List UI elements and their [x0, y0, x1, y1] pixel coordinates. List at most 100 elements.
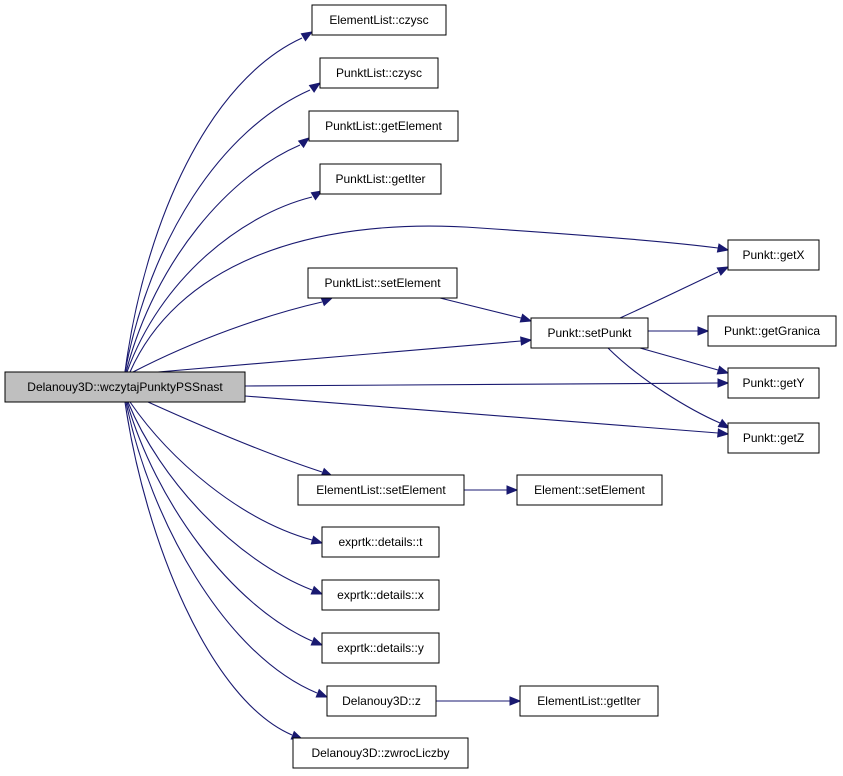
node-ex-t[interactable]: exprtk::details::t [321, 526, 440, 558]
edges-layer [124, 31, 731, 740]
arrowhead-icon [717, 378, 730, 388]
arrowhead-icon [717, 418, 731, 429]
node-pl-setElement[interactable]: PunktList::setElement [307, 267, 458, 299]
edge-root-to-p_getZ [244, 395, 730, 438]
edge-line [244, 382, 719, 387]
edge-root-to-ex_y [126, 401, 324, 646]
arrowhead-icon [310, 585, 324, 595]
arrowhead-icon [310, 636, 324, 646]
node-label: Punkt::getY [742, 376, 804, 390]
node-root[interactable]: Delanouy3D::wczytajPunktyPSSnast [4, 371, 246, 403]
node-label: ElementList::czysc [329, 13, 428, 27]
node-box [321, 526, 440, 558]
node-label: PunktList::getIter [335, 172, 425, 186]
edge-p_setPunkt-to-p_getGranica [648, 326, 710, 336]
node-label: Punkt::setPunkt [547, 326, 632, 340]
node-label: Delanouy3D::zwrocLiczby [311, 746, 449, 760]
edge-root-to-d_z [125, 401, 329, 698]
arrowhead-icon [716, 243, 730, 253]
node-label: exprtk::details::x [337, 588, 424, 602]
edge-root-to-pl_getIter [126, 190, 324, 373]
edge-d_z-to-el_getIter [436, 696, 522, 706]
node-box [727, 239, 820, 271]
node-box [519, 685, 659, 717]
edge-line [129, 401, 313, 541]
node-label: exprtk::details::t [338, 535, 423, 549]
node-box [530, 317, 649, 349]
edge-line [129, 225, 719, 373]
node-e-setElement[interactable]: Element::setElement [516, 474, 663, 506]
node-p-getZ[interactable]: Punkt::getZ [727, 422, 820, 454]
edge-line [125, 401, 318, 694]
node-el-czysc[interactable]: ElementList::czysc [311, 4, 447, 36]
node-box [4, 371, 246, 403]
edge-p_setPunkt-to-p_getZ [607, 347, 731, 429]
node-label: Delanouy3D::z [342, 694, 421, 708]
arrowhead-icon [716, 266, 730, 276]
node-el-getIter[interactable]: ElementList::getIter [519, 685, 659, 717]
node-box [307, 267, 458, 299]
node-p-setPunkt[interactable]: Punkt::setPunkt [530, 317, 649, 349]
edge-p_setPunkt-to-p_getX [619, 266, 730, 319]
node-label: PunktList::getElement [325, 119, 442, 133]
node-label: Delanouy3D::wczytajPunktyPSSnast [27, 380, 223, 394]
node-p-getGranica[interactable]: Punkt::getGranica [707, 315, 837, 347]
edge-line [126, 401, 313, 642]
node-box [292, 737, 469, 769]
arrowhead-icon [315, 688, 329, 698]
node-box [727, 367, 820, 399]
arrowhead-icon [310, 190, 324, 201]
node-label: PunktList::czysc [336, 66, 422, 80]
node-label: Element::setElement [534, 483, 645, 497]
node-p-getY[interactable]: Punkt::getY [727, 367, 820, 399]
node-p-getX[interactable]: Punkt::getX [727, 239, 820, 271]
arrowhead-icon [300, 31, 314, 42]
node-el-setElement[interactable]: ElementList::setElement [297, 474, 465, 506]
node-label: PunktList::setElement [324, 276, 441, 290]
arrowhead-icon [717, 428, 730, 438]
edge-line [124, 89, 311, 373]
edge-line [244, 395, 719, 434]
node-box [321, 632, 440, 664]
edge-line [126, 196, 313, 373]
edge-line [619, 271, 719, 319]
node-pl-getIter[interactable]: PunktList::getIter [319, 163, 442, 195]
arrowhead-icon [519, 313, 533, 323]
edge-line [124, 37, 303, 373]
node-label: ElementList::setElement [316, 483, 446, 497]
edge-line [132, 301, 323, 373]
arrowhead-icon [520, 336, 533, 346]
node-ex-y[interactable]: exprtk::details::y [321, 632, 440, 664]
edge-root-to-p_setPunkt [157, 336, 533, 373]
edge-line [639, 347, 719, 371]
edge-line [157, 340, 522, 373]
node-d-zwroc[interactable]: Delanouy3D::zwrocLiczby [292, 737, 469, 769]
edge-root-to-p_getY [244, 378, 730, 388]
node-box [727, 422, 820, 454]
node-ex-x[interactable]: exprtk::details::x [321, 579, 440, 611]
node-label: Punkt::getZ [743, 431, 804, 445]
node-box [297, 474, 465, 506]
edge-root-to-d_zwroc [124, 401, 304, 740]
edge-root-to-p_getX [129, 225, 730, 373]
node-box [319, 163, 442, 195]
edge-line [124, 401, 293, 736]
node-pl-getElement[interactable]: PunktList::getElement [308, 110, 459, 142]
node-box [326, 685, 437, 717]
edge-pl_setElement-to-p_setPunkt [439, 297, 533, 323]
arrowhead-icon [506, 485, 519, 495]
edge-root-to-el_czysc [124, 31, 314, 373]
node-box [319, 57, 439, 89]
arrowhead-icon [697, 326, 710, 336]
node-box [707, 315, 837, 347]
node-label: exprtk::details::y [337, 641, 424, 655]
node-d-z[interactable]: Delanouy3D::z [326, 685, 437, 717]
node-pl-czysc[interactable]: PunktList::czysc [319, 57, 439, 89]
arrowhead-icon [308, 82, 322, 93]
node-label: ElementList::getIter [537, 694, 640, 708]
edge-line [439, 297, 522, 319]
edge-root-to-el_setElement [147, 401, 334, 477]
node-box [321, 579, 440, 611]
node-box [516, 474, 663, 506]
edge-el_setElement-to-e_setElement [464, 485, 519, 495]
